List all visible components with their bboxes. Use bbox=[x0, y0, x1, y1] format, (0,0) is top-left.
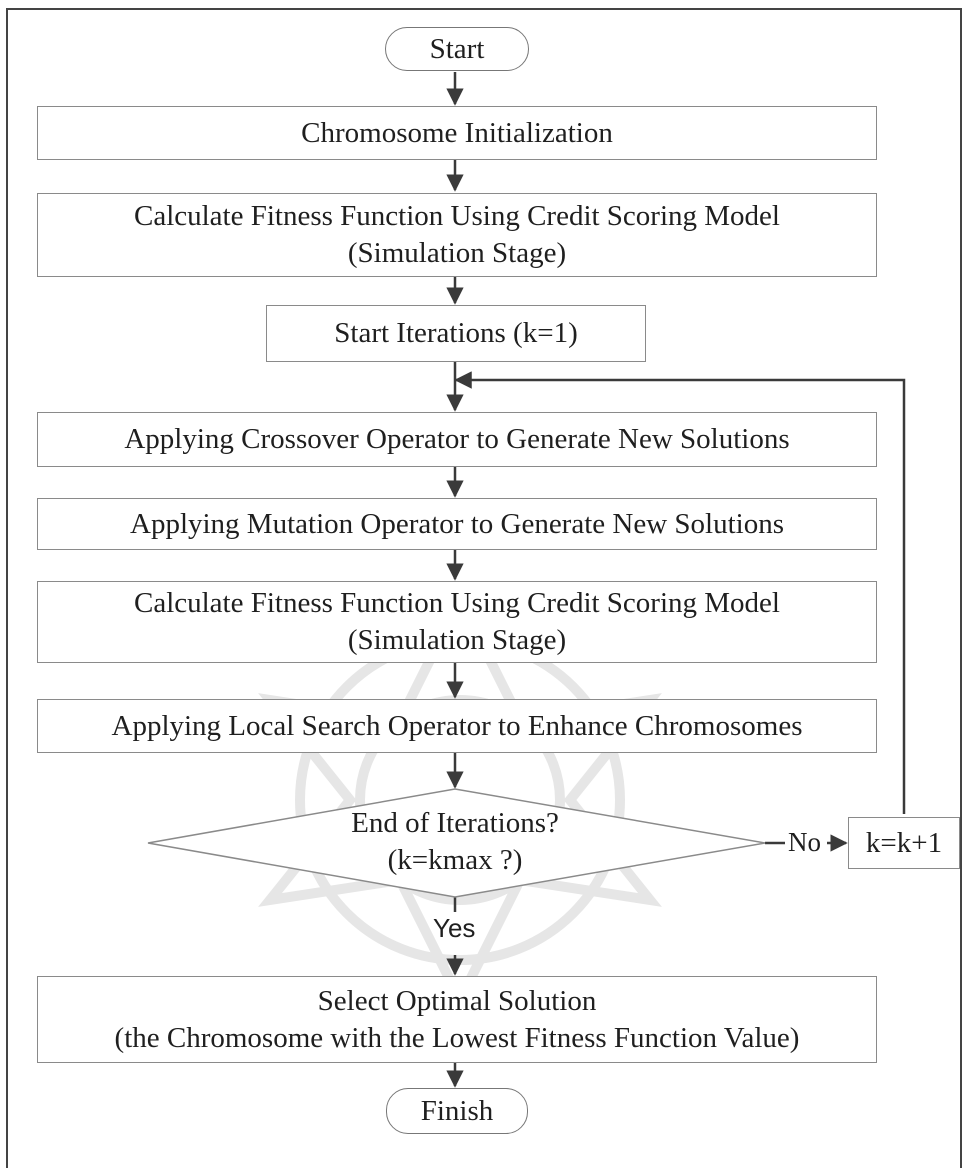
decision-diamond bbox=[147, 788, 766, 898]
crossover-box: Applying Crossover Operator to Generate … bbox=[37, 412, 877, 467]
local-search-box: Applying Local Search Operator to Enhanc… bbox=[37, 699, 877, 753]
diagram-frame bbox=[6, 8, 962, 1168]
fitness-box-2: Calculate Fitness Function Using Credit … bbox=[37, 581, 877, 663]
decision-line2: (k=kmax ?) bbox=[387, 844, 523, 876]
finish-label: Finish bbox=[420, 1094, 494, 1127]
select-box: Select Optimal Solution (the Chromosome … bbox=[37, 976, 877, 1063]
decision-line1: End of Iterations? bbox=[351, 807, 559, 839]
local-search-label: Applying Local Search Operator to Enhanc… bbox=[111, 709, 803, 742]
mutation-box: Applying Mutation Operator to Generate N… bbox=[37, 498, 877, 550]
fitness-box-1: Calculate Fitness Function Using Credit … bbox=[37, 193, 877, 277]
fitness-2-line1: Calculate Fitness Function Using Credit … bbox=[133, 587, 780, 619]
iterations-label: Start Iterations (k=1) bbox=[334, 317, 578, 349]
fitness-1-line2: (Simulation Stage) bbox=[347, 237, 567, 269]
init-label: Chromosome Initialization bbox=[301, 116, 613, 149]
crossover-label: Applying Crossover Operator to Generate … bbox=[124, 423, 790, 455]
fitness-1-line1: Calculate Fitness Function Using Credit … bbox=[133, 200, 780, 232]
no-label: No bbox=[788, 827, 821, 857]
start-label: Start bbox=[429, 32, 485, 65]
select-line1: Select Optimal Solution bbox=[317, 984, 597, 1017]
yes-label: Yes bbox=[433, 913, 476, 943]
fitness-2-line2: (Simulation Stage) bbox=[347, 624, 567, 656]
mutation-label: Applying Mutation Operator to Generate N… bbox=[130, 507, 784, 540]
select-line2: (the Chromosome with the Lowest Fitness … bbox=[114, 1021, 800, 1054]
loop-back-arrow bbox=[454, 371, 906, 814]
finish-terminal: Finish bbox=[386, 1088, 528, 1134]
start-terminal: Start bbox=[385, 27, 529, 71]
iterations-box: Start Iterations (k=1) bbox=[266, 305, 646, 362]
increment-label: k=k+1 bbox=[865, 826, 943, 859]
decision-text: End of Iterations? (k=kmax ?) bbox=[305, 805, 605, 879]
increment-box: k=k+1 bbox=[848, 817, 960, 869]
init-box: Chromosome Initialization bbox=[37, 106, 877, 160]
